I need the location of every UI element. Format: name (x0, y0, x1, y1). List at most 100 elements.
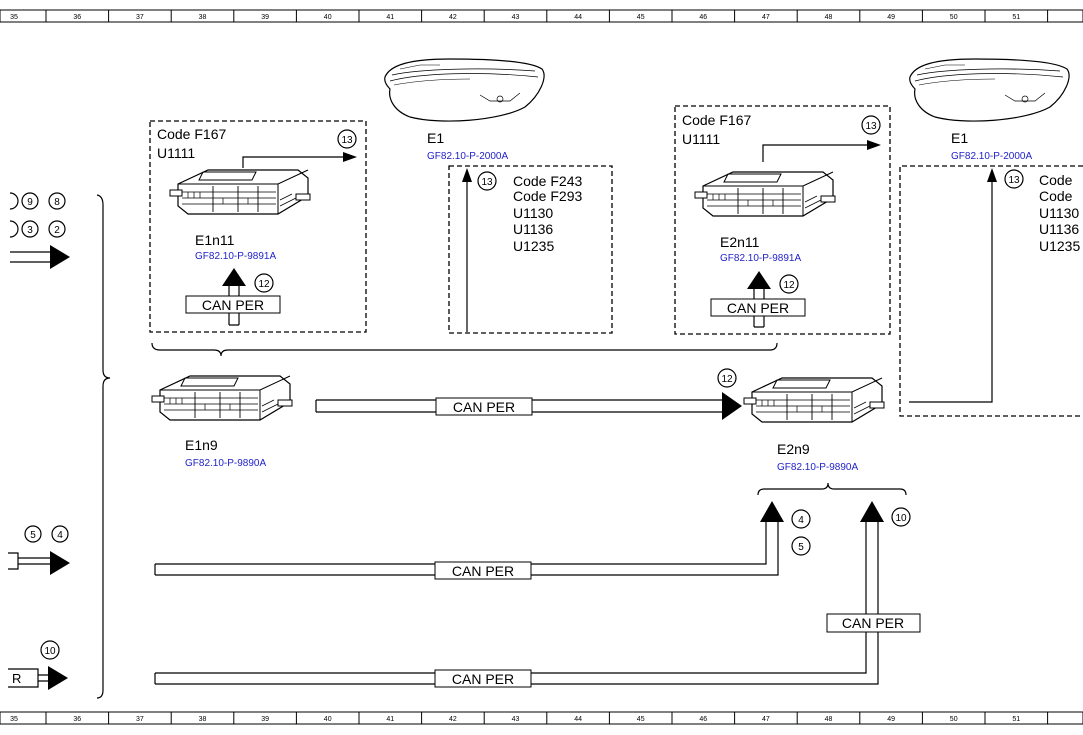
callout-12: 12 (721, 374, 733, 385)
callout-2: 2 (54, 225, 60, 236)
headlamp-icon (909, 58, 1070, 122)
bottom-ruler-cell: 37 (136, 716, 144, 723)
code-item: Code F243 (513, 173, 582, 189)
callout-5: 5 (798, 542, 804, 553)
arrow-head-icon (722, 392, 742, 420)
callout-13: 13 (341, 135, 353, 146)
arrow-head-icon (222, 268, 246, 286)
can-label: CAN PER (202, 297, 264, 313)
bottom-ruler-cell: 39 (261, 716, 269, 723)
arrow-head-icon (50, 245, 70, 269)
bottom-ruler-cell: 36 (73, 716, 81, 723)
top-ruler-cell: 48 (825, 14, 833, 21)
module-name: E1n11 (195, 232, 235, 248)
arrow-head-icon (462, 168, 472, 182)
code-item: U1130 (513, 205, 553, 221)
can-label: CAN PER (452, 671, 514, 687)
arrow-head-icon (50, 551, 70, 575)
left-module-group: Code F167 U1111 13 E1n11 GF82.10-P-9891A… (149, 120, 367, 333)
callout-10-left: 10 (44, 646, 56, 657)
arrow-head-icon (867, 140, 881, 150)
arrow-head-icon (860, 501, 884, 522)
top-ruler-cell: 37 (136, 14, 144, 21)
headlamp-ref-link[interactable]: GF82.10-P-2000A (427, 151, 508, 162)
bottom-ruler-cell: 48 (825, 716, 833, 723)
dashed-frame (674, 105, 891, 335)
code-item: Code F293 (513, 188, 582, 204)
top-ruler-cell: 40 (324, 14, 332, 21)
left-edge-connectors: 9 8 3 2 5 4 10 R (8, 192, 111, 699)
module-name: E2n9 (777, 441, 810, 457)
arrow-head-icon (747, 271, 771, 289)
top-ruler-cell: 46 (699, 14, 707, 21)
callout-8: 8 (54, 197, 60, 208)
bottom-ruler-cell: 40 (324, 716, 332, 723)
top-ruler-cell: 39 (261, 14, 269, 21)
dashed-frame (448, 165, 613, 334)
callout-5-left: 5 (30, 530, 36, 541)
top-ruler-cell: 45 (637, 14, 645, 21)
top-ruler-cell: 43 (512, 14, 520, 21)
bottom-ruler-cell: 47 (762, 716, 770, 723)
code-item: U1235 (513, 238, 554, 254)
top-ruler-cell: 47 (762, 14, 770, 21)
top-ruler-cell: 36 (73, 14, 81, 21)
headlamp-right: E1 GF82.10-P-2000A 13 Code Code U1130 U1… (899, 58, 1083, 417)
code-item: Code (1039, 188, 1073, 204)
ecu-module-icon (743, 377, 885, 423)
can-bus-box (434, 561, 532, 580)
code-label: Code F167 (682, 112, 751, 128)
code-label: U1111 (157, 145, 195, 161)
top-ruler-cell: 51 (1012, 14, 1020, 21)
headlamp-name: E1 (427, 130, 444, 146)
code-item: U1235 (1039, 238, 1080, 254)
top-ruler-cell: 42 (449, 14, 457, 21)
can-bus-box (710, 298, 806, 317)
truncated-can-label: R (12, 671, 21, 686)
callout-12: 12 (783, 280, 795, 291)
bottom-ruler-cell: 35 (10, 716, 18, 723)
top-ruler-cell: 35 (10, 14, 18, 21)
brace-bracket (96, 194, 111, 699)
ecu-module-icon (151, 375, 293, 421)
callout-13: 13 (481, 177, 493, 188)
module-name: E1n9 (185, 437, 218, 453)
callout-3: 3 (27, 225, 33, 236)
headlamp-ref-link[interactable]: GF82.10-P-2000A (951, 151, 1032, 162)
e2n9-module: E2n9 GF82.10-P-9890A (743, 377, 907, 496)
headlamp-left: E1 GF82.10-P-2000A 13 Code F243 Code F29… (384, 58, 613, 334)
callout-13: 13 (865, 121, 877, 132)
top-ruler-cell: 49 (887, 14, 895, 21)
can-bus-middle: CAN PER 12 (315, 368, 742, 420)
ecu-module-icon (694, 171, 836, 217)
can-bus-box (826, 613, 921, 633)
module-ref-link[interactable]: GF82.10-P-9890A (777, 462, 858, 473)
can-bus-lower: CAN PER 4 5 (154, 501, 811, 580)
headlamp-icon (384, 58, 545, 122)
group-brace (757, 482, 907, 496)
can-bus-box (434, 669, 532, 688)
bottom-ruler-cell: 38 (199, 716, 207, 723)
can-label: CAN PER (727, 300, 789, 316)
e1n9-module: E1n9 GF82.10-P-9890A (151, 375, 293, 469)
can-label: CAN PER (453, 399, 515, 415)
callout-10: 10 (895, 513, 907, 524)
arrow-head-icon (48, 666, 68, 690)
ecu-module-icon (169, 169, 311, 215)
dashed-frame (899, 165, 1083, 417)
can-bus-box (435, 397, 533, 416)
can-label: CAN PER (452, 563, 514, 579)
code-item: U1136 (513, 221, 553, 237)
bottom-ruler-cell: 51 (1012, 716, 1020, 723)
module-ref-link[interactable]: GF82.10-P-9891A (720, 253, 801, 264)
bottom-ruler-cell: 49 (887, 716, 895, 723)
group-brace (151, 342, 778, 357)
top-ruler-cell: 44 (574, 14, 582, 21)
top-ruler-cell: 41 (386, 14, 394, 21)
arrow-head-icon (760, 501, 784, 522)
arrow-head-icon (987, 168, 997, 182)
module-ref-link[interactable]: GF82.10-P-9890A (185, 458, 266, 469)
arrow-head-icon (343, 152, 357, 162)
module-ref-link[interactable]: GF82.10-P-9891A (195, 251, 276, 262)
